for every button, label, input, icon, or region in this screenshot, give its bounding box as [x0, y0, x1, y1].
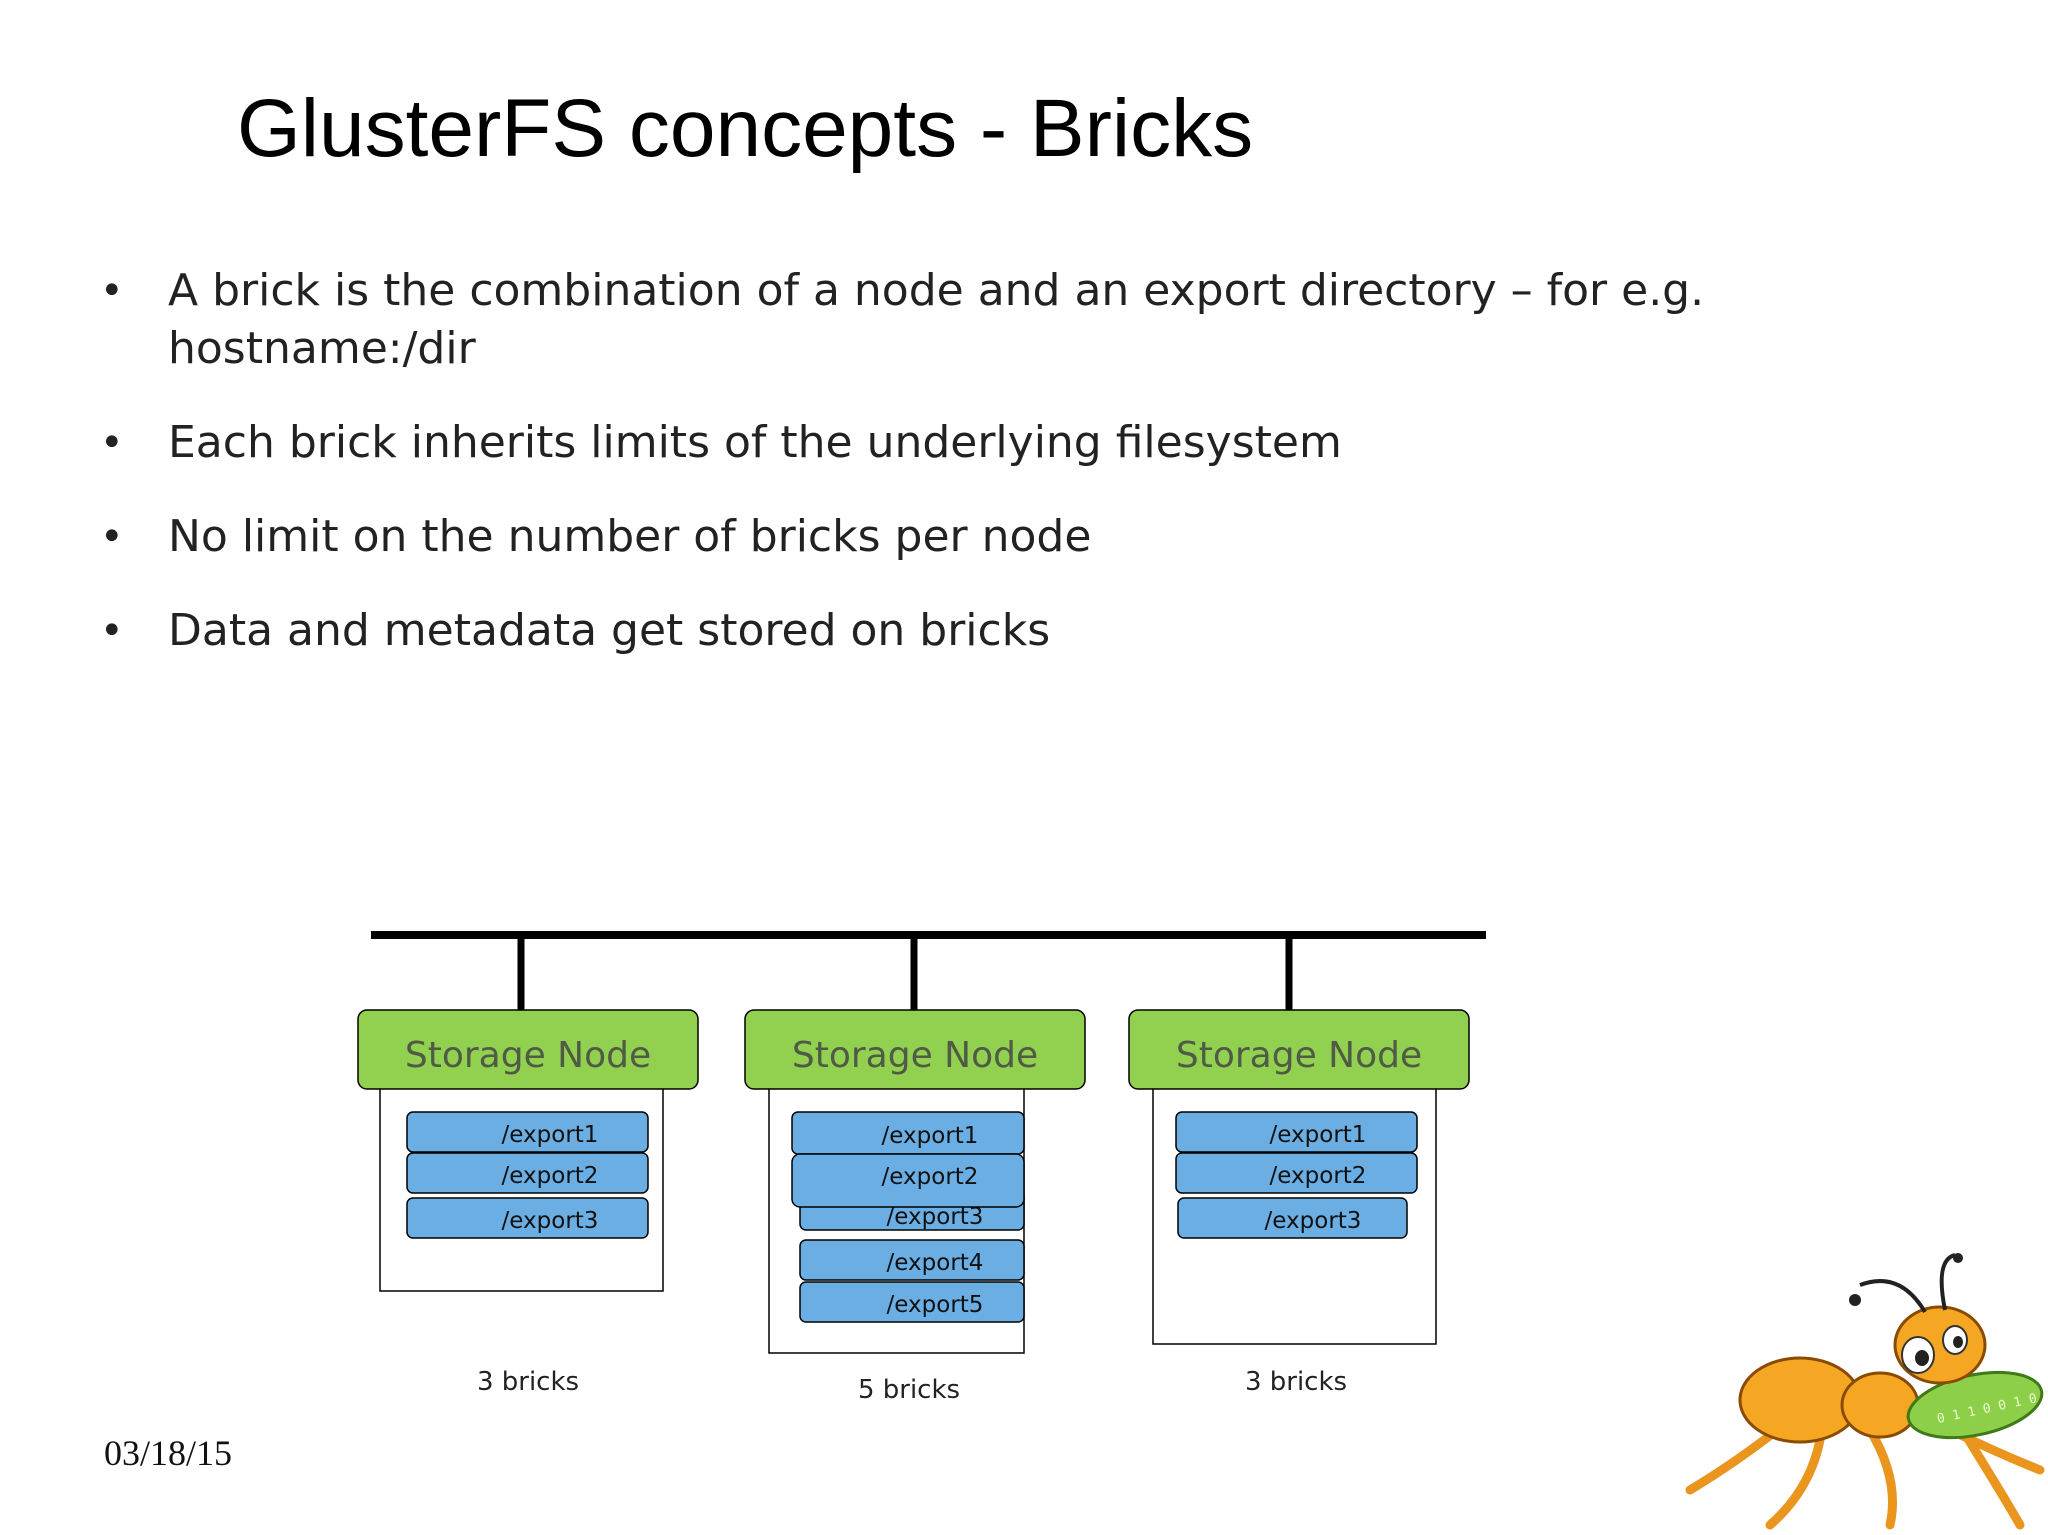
brick: [406, 1197, 649, 1239]
brick-count-label: 3 bricks: [1245, 1367, 1347, 1397]
brick-label: /export2: [502, 1163, 599, 1189]
bullet-list: • A brick is the combination of a node an…: [98, 262, 1718, 696]
storage-node-2: Storage Node /export3 /export1 /export2 …: [744, 1009, 1086, 1405]
brick: [791, 1153, 1025, 1208]
storage-node-label: Storage Node: [1176, 1035, 1422, 1076]
brick: [799, 1239, 1025, 1281]
brick-label: /export2: [882, 1164, 979, 1190]
storage-node-header: [744, 1009, 1086, 1090]
bullet-item: • Each brick inherits limits of the under…: [98, 414, 1718, 472]
bullet-text: A brick is the combination of a node and…: [168, 265, 1705, 374]
slide-date: 03/18/15: [104, 1433, 233, 1473]
storage-node-label: Storage Node: [405, 1035, 651, 1076]
storage-node-header: [1128, 1009, 1470, 1090]
storage-node-header: [357, 1009, 699, 1090]
bullet-item: • A brick is the combination of a node an…: [98, 262, 1728, 378]
brick-label: /export1: [502, 1122, 599, 1148]
bullet-dot-icon: •: [100, 514, 124, 560]
brick-label: /export5: [887, 1292, 984, 1318]
bullet-dot-icon: •: [100, 268, 124, 314]
bullet-item: • Data and metadata get stored on bricks: [98, 602, 1718, 660]
bullet-text: Each brick inherits limits of the underl…: [168, 417, 1342, 468]
brick: [1175, 1111, 1418, 1153]
brick-label: /export3: [887, 1204, 984, 1230]
gluster-ant-mascot-icon: 0 1 1 0 0 1 0 1: [1685, 1253, 2048, 1530]
brick-label: /export2: [1270, 1163, 1367, 1189]
bullet-dot-icon: •: [100, 608, 124, 654]
bullet-text: No limit on the number of bricks per nod…: [168, 511, 1092, 562]
brick: [1175, 1152, 1418, 1194]
brick-count-label: 3 bricks: [477, 1367, 579, 1397]
brick: [799, 1281, 1025, 1323]
brick-label: /export1: [882, 1123, 979, 1149]
slide-title: GlusterFS concepts - Bricks: [237, 83, 1254, 174]
storage-node-label: Storage Node: [792, 1035, 1038, 1076]
bullet-text: Data and metadata get stored on bricks: [168, 605, 1051, 656]
brick-label: /export4: [887, 1250, 984, 1276]
brick: [1177, 1197, 1408, 1239]
brick-label: /export3: [502, 1208, 599, 1234]
bullet-item: • No limit on the number of bricks per no…: [98, 508, 1718, 566]
brick: [406, 1111, 649, 1153]
bullet-dot-icon: •: [100, 420, 124, 466]
brick: [406, 1152, 649, 1194]
brick-label: /export1: [1270, 1122, 1367, 1148]
brick-label: /export3: [1265, 1208, 1362, 1234]
brick-count-label: 5 bricks: [858, 1375, 960, 1405]
storage-node-1: Storage Node /export1 /export2 /export3 …: [357, 1009, 699, 1397]
storage-node-3: Storage Node /export1 /export2 /export3 …: [1128, 1009, 1470, 1397]
